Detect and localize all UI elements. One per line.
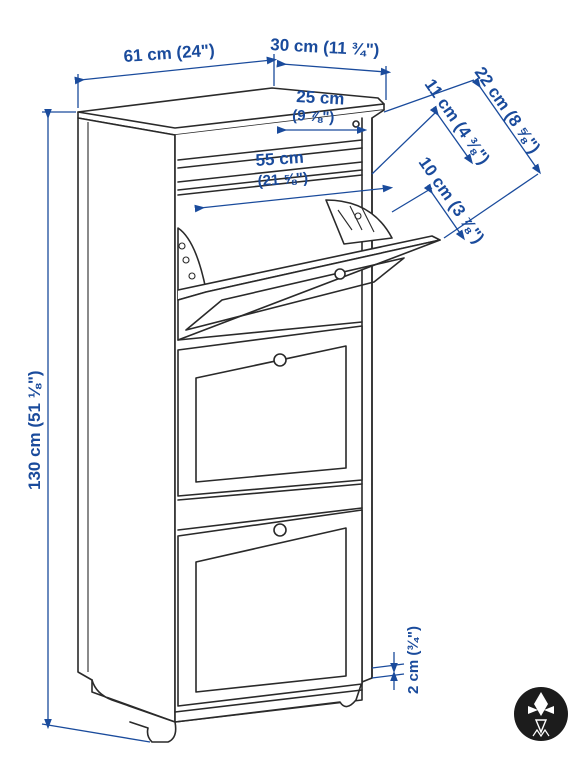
divider-1: [177, 321, 363, 341]
top-panel: [77, 87, 385, 129]
rack-bolt: [182, 256, 190, 264]
bottom-flap-knob: [273, 523, 287, 537]
compartment-a-ext: [371, 111, 437, 175]
shelf-1-front: [177, 147, 363, 169]
divider-2: [177, 483, 363, 501]
compartment-b-dimension-line: [423, 183, 465, 241]
inner-depth-label-line1: 25 cm: [296, 87, 345, 108]
left-side-panel: [77, 117, 176, 723]
compartment-b-ext: [391, 187, 433, 213]
bottom-flap: [177, 509, 363, 707]
rack-bolt: [354, 212, 362, 220]
cabinet-drawing: [77, 87, 441, 743]
open-flap-inset: [185, 257, 405, 331]
bottom-flap-inset: [195, 527, 347, 693]
compartment-a-dimension-line: [429, 105, 474, 165]
height-tick-bottom: [41, 723, 151, 743]
middle-flap: [177, 325, 363, 497]
foot-height-label: 2 cm (¾"): [405, 626, 422, 694]
divider-3: [177, 507, 363, 531]
depth-dimension-line: [276, 59, 392, 76]
plinth-top-line: [174, 689, 363, 713]
inner-width-label-line1: 55 cm: [255, 148, 304, 170]
foot-tick-bottom: [371, 673, 405, 679]
inner-depth-label-line2: (9 ⅞"): [292, 107, 335, 126]
height-label: 130 cm (51 ⅛"): [25, 370, 44, 490]
rack-bolt: [188, 272, 196, 280]
width-label: 61 cm (24"): [123, 41, 215, 66]
shelf-2-back: [177, 161, 363, 183]
dimension-lines: [41, 54, 541, 743]
inner-width-dimension-line: [194, 184, 394, 213]
open-flap-knob: [334, 268, 346, 280]
middle-flap-inset: [195, 345, 347, 483]
plinth-front: [174, 681, 363, 723]
top-screw: [352, 120, 360, 128]
middle-flap-knob: [273, 353, 287, 367]
ornament-badge-icon: [514, 687, 568, 741]
depth-label: 30 cm (11 ¾"): [270, 35, 380, 60]
foot-tick-top: [371, 663, 405, 669]
flap-depth-dimension-line: [471, 77, 541, 175]
rack-bolt: [178, 242, 186, 250]
shelf-1-back: [177, 139, 363, 161]
inner-width-label-line2: (21 ⅝"): [257, 170, 309, 190]
flap-depth-ext-1: [383, 79, 475, 113]
width-dimension-line: [74, 56, 278, 85]
plinth-left: [91, 679, 177, 743]
